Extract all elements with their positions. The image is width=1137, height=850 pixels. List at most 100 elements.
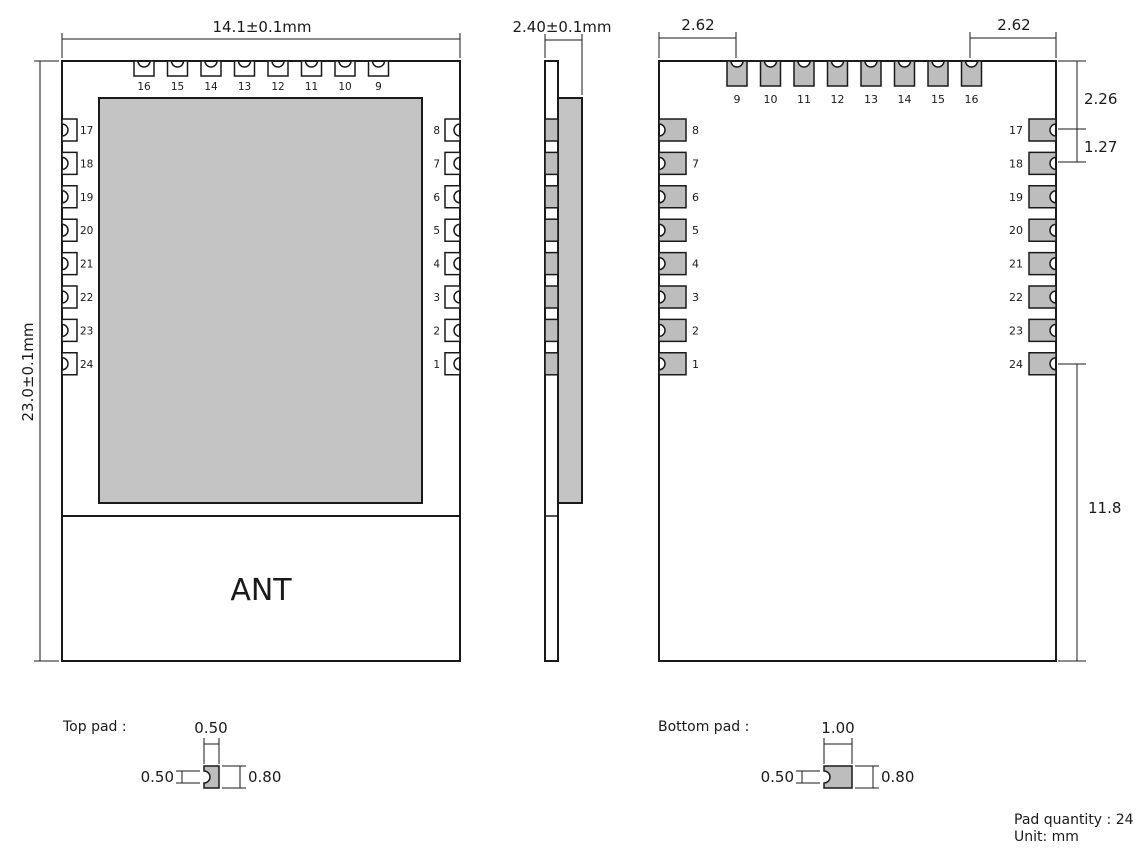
left-offset-dimension: 2.62 <box>681 16 714 34</box>
bottom-view-pad-5 <box>658 218 687 242</box>
top-view-pad-1 <box>444 352 461 376</box>
bottom-view-pin-label-10: 10 <box>764 93 778 106</box>
bottom-view-pin-label-19: 19 <box>1009 191 1023 204</box>
bottom-view-pin-label-12: 12 <box>831 93 845 106</box>
top-view-pin-label-13: 13 <box>238 81 251 93</box>
bottom-view-pad-18 <box>1028 151 1057 176</box>
height-dimension: 23.0±0.1mm <box>19 322 37 421</box>
pitch-dimension: 1.27 <box>1084 138 1117 156</box>
bottom-view-pin-label-8: 8 <box>692 124 699 137</box>
bottom-view-pin-label-2: 2 <box>692 324 699 337</box>
top-view-pad-24 <box>61 352 78 376</box>
bottom-view-pin-label-18: 18 <box>1009 157 1023 170</box>
top-pad-width: 0.50 <box>194 719 227 737</box>
thickness-dimension: 2.40±0.1mm <box>512 18 611 36</box>
side-view-pad <box>544 185 559 209</box>
bottom-view-pad-12 <box>826 60 849 87</box>
top-view-pad-16 <box>133 60 155 77</box>
top-view-pin-label-8: 8 <box>433 125 440 137</box>
bottom-view-pad-20 <box>1028 218 1057 242</box>
top-view-pad-11 <box>300 60 323 77</box>
bottom-view-pin-label-6: 6 <box>692 191 699 204</box>
bottom-view-pad-9 <box>726 60 748 87</box>
bottom-view-pad-22 <box>1028 285 1057 309</box>
bottom-view-pad-24 <box>1028 352 1057 376</box>
top-view-pin-label-24: 24 <box>80 359 94 371</box>
top-view-pad-7 <box>444 151 461 176</box>
top-view-pin-label-21: 21 <box>80 259 93 271</box>
side-view-pad <box>544 251 559 276</box>
bottom-view-pad-4 <box>658 251 687 276</box>
bottom-view-pin-label-1: 1 <box>692 358 699 371</box>
bottom-view-pad-16 <box>960 60 983 87</box>
bottom-view-pad-10 <box>759 60 782 87</box>
top-view-pad-14 <box>200 60 222 77</box>
bottom-pad-width: 1.00 <box>821 719 854 737</box>
top-view-pad-12 <box>267 60 289 77</box>
top-view-pin-label-14: 14 <box>204 81 218 93</box>
top-view-pin-label-4: 4 <box>433 259 440 271</box>
top-view-pad-8 <box>444 118 461 142</box>
side-view-pad <box>544 218 559 242</box>
top-view-pad-5 <box>444 218 461 242</box>
bottom-view-pad-3 <box>658 285 687 309</box>
bottom-view-outline <box>658 60 1057 662</box>
top-view-pad-18 <box>61 151 78 176</box>
top-view-pad-15 <box>166 60 189 77</box>
bottom-view-pad-23 <box>1028 318 1057 343</box>
top-pad-detail: Top pad : 0.50 0.50 0.80 <box>62 719 281 789</box>
side-view-pad <box>544 118 559 142</box>
top-view-pin-label-22: 22 <box>80 292 93 304</box>
bottom-view-pad-11 <box>793 60 815 87</box>
bottom-view-pin-label-15: 15 <box>931 93 945 106</box>
right-offset-dimension: 2.62 <box>997 16 1030 34</box>
bottom-view-pin-label-14: 14 <box>898 93 912 106</box>
width-dimension: 14.1±0.1mm <box>212 18 311 36</box>
bottom-view-pad-21 <box>1028 251 1057 276</box>
side-shield <box>557 97 583 504</box>
side-view-pad <box>544 151 559 176</box>
bottom-view-pin-label-17: 17 <box>1009 124 1023 137</box>
top-view-pin-label-5: 5 <box>433 225 440 237</box>
top-view-pin-label-23: 23 <box>80 325 93 337</box>
top-view-pin-label-3: 3 <box>433 292 440 304</box>
top-view-pad-20 <box>61 218 78 242</box>
side-view-pad <box>544 285 559 309</box>
top-view-pin-label-19: 19 <box>80 192 93 204</box>
pad-quantity-note: Pad quantity : 24 <box>1014 812 1134 828</box>
top-view-pin-label-18: 18 <box>80 158 93 170</box>
top-view-pad-4 <box>444 251 461 276</box>
side-view: 2.40±0.1mm <box>512 18 612 662</box>
bottom-view-pad-6 <box>658 185 687 209</box>
top-view-pin-label-11: 11 <box>305 81 318 93</box>
bottom-view-pin-label-5: 5 <box>692 224 699 237</box>
bottom-view-pin-label-23: 23 <box>1009 324 1023 337</box>
top-view-pin-label-1: 1 <box>433 359 440 371</box>
top-view-pad-2 <box>444 318 461 343</box>
bottom-view-pad-14 <box>893 60 916 87</box>
top-view-pin-label-20: 20 <box>80 225 93 237</box>
top-view-pad-22 <box>61 285 78 309</box>
side-view-pad <box>544 352 559 376</box>
bottom-view-pin-label-21: 21 <box>1009 258 1023 271</box>
bottom-view-pin-label-24: 24 <box>1009 358 1023 371</box>
top-view-pad-10 <box>334 60 356 77</box>
top-view-pad-23 <box>61 318 78 343</box>
bottom-view-pad-1 <box>658 352 687 376</box>
bottom-view-pad-19 <box>1028 185 1057 209</box>
top-view-pin-label-9: 9 <box>375 81 382 93</box>
top-pad-shape <box>203 765 220 789</box>
bottom-view-pad-15 <box>927 60 949 87</box>
bottom-view-pin-label-16: 16 <box>965 93 979 106</box>
top-view-pin-label-16: 16 <box>137 81 151 93</box>
bottom-view-pad-13 <box>860 60 882 87</box>
bottom-view-pin-label-3: 3 <box>692 291 699 304</box>
top-view-pad-6 <box>444 185 461 209</box>
